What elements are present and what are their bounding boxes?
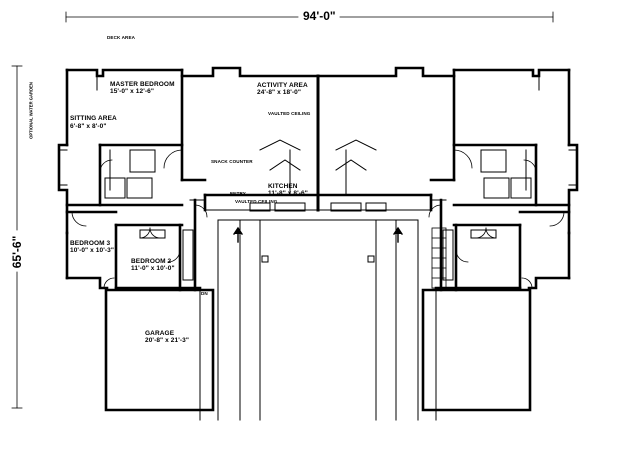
sitting-area-size: 6'-8" x 8'-0" bbox=[70, 123, 107, 130]
activity-area-size: 24'-8" x 18'-0" bbox=[257, 89, 302, 96]
master-bedroom-label: MASTER BEDROOM bbox=[110, 81, 175, 88]
activity-area-label: ACTIVITY AREA bbox=[257, 82, 308, 89]
right-unit-doors bbox=[428, 149, 565, 289]
kitchen-label: KITCHEN bbox=[268, 183, 298, 190]
left-unit-doors bbox=[71, 149, 208, 289]
bedroom-3-size: 10'-0" x 10'-3" bbox=[70, 247, 115, 254]
sitting-area-label: SITTING AREA bbox=[70, 115, 117, 122]
snack-counter-note: SNACK COUNTER bbox=[211, 159, 253, 164]
garage-label: GARAGE bbox=[145, 330, 175, 337]
optional-water-garden-note: OPTIONAL WATER GARDEN bbox=[28, 82, 34, 139]
deck-area-label: DECK AREA bbox=[107, 35, 136, 40]
entry-label: ENTRY bbox=[230, 191, 246, 196]
depth-dimension-label: 65'-6" bbox=[10, 235, 24, 269]
width-dimension-line bbox=[65, 11, 554, 23]
width-dimension-label: 94'-0" bbox=[303, 9, 336, 23]
left-entry-arrow bbox=[233, 226, 243, 243]
vaulted-ceiling-note: VAULTED CEILING bbox=[268, 111, 311, 116]
dn-label: DN bbox=[201, 291, 208, 296]
bedroom-2-label: BEDROOM 2 bbox=[131, 258, 172, 265]
right-entry-arrow bbox=[393, 226, 403, 243]
entry-vaulted-ceiling-note: VAULTED CEILING bbox=[235, 199, 278, 204]
right-unit-stairs bbox=[431, 227, 447, 289]
depth-dimension-line bbox=[11, 65, 23, 409]
left-unit-thin-walls bbox=[59, 75, 319, 421]
kitchen-size: 11'-8" x 8'-6" bbox=[268, 190, 308, 197]
right-unit-walls bbox=[316, 66, 579, 412]
bedroom-2-size: 11'-0" x 10'-0" bbox=[131, 265, 175, 272]
garage-size: 20'-8" x 21'-3" bbox=[145, 337, 190, 344]
right-unit-thin-walls bbox=[317, 75, 577, 421]
master-bedroom-size: 15'-0" x 12'-6" bbox=[110, 88, 155, 95]
bedroom-3-label: BEDROOM 3 bbox=[70, 240, 111, 247]
